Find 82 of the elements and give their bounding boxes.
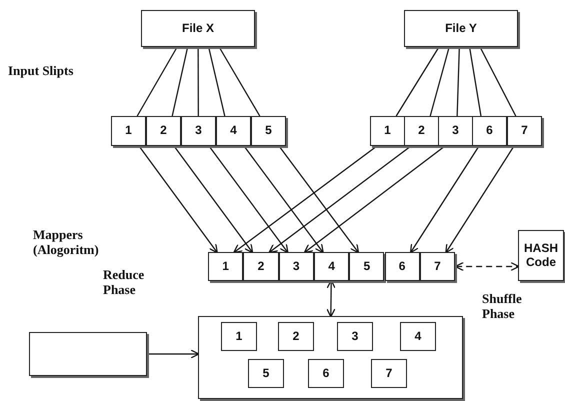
- node-text: 1: [384, 124, 391, 138]
- process-box: [370, 116, 405, 146]
- node-text: 5: [265, 124, 272, 138]
- connector-line: [430, 46, 450, 116]
- process-box: [278, 252, 314, 281]
- connector-line: [172, 46, 188, 116]
- arrow: [268, 146, 412, 254]
- connector-line: [198, 47, 199, 116]
- node-text: File Y: [445, 22, 477, 36]
- node-text: 4: [230, 124, 237, 138]
- arrow: [148, 349, 200, 359]
- node-text: 2: [418, 124, 425, 138]
- process-box: [438, 116, 473, 146]
- arrow: [233, 146, 378, 254]
- node-text: 3: [352, 330, 358, 344]
- arrow: [208, 146, 288, 254]
- process-box: [216, 116, 251, 146]
- process-box: [384, 252, 420, 281]
- process-box: [146, 116, 181, 146]
- node-text: 6: [486, 124, 493, 138]
- node-text: 2: [160, 124, 167, 138]
- reducer-box: [400, 322, 436, 351]
- node-text: File X: [182, 22, 214, 36]
- node-text: 1: [125, 124, 132, 138]
- node-text: 1: [222, 260, 229, 274]
- process-box: [208, 252, 244, 281]
- arrow: [244, 146, 324, 254]
- empty-box: [29, 332, 147, 376]
- arrow: [278, 146, 360, 254]
- connector-line: [480, 46, 516, 116]
- node-text: 2: [258, 260, 264, 274]
- arrow: [445, 146, 514, 254]
- node-text: 7: [434, 260, 441, 274]
- reducer-box: [278, 322, 314, 351]
- reducer-box: [248, 359, 284, 388]
- connector-line: [468, 46, 482, 116]
- connector-line: [136, 46, 178, 116]
- reducer-box: [221, 322, 257, 351]
- connector-line: [208, 46, 226, 116]
- arrow: [410, 146, 480, 254]
- connector-line: [396, 46, 440, 116]
- node-text: 3: [452, 124, 459, 138]
- node-text: 5: [363, 260, 370, 274]
- reducer-box: [371, 359, 407, 388]
- reducer-box: [308, 359, 344, 388]
- arrow: [304, 146, 446, 254]
- process-box: [404, 10, 518, 47]
- process-box: [518, 230, 564, 281]
- connector-line: [218, 46, 260, 116]
- process-box: [420, 252, 456, 281]
- connector-line: [456, 46, 460, 116]
- section-label: Mappers (Alogoritm): [33, 228, 100, 258]
- process-box: [349, 252, 384, 281]
- node-text: 4: [414, 330, 422, 344]
- section-label: Shuffle Phase: [482, 292, 523, 322]
- process-box: [404, 116, 439, 146]
- node-text: 7: [521, 124, 528, 138]
- process-box: [251, 116, 286, 146]
- process-box: [243, 252, 279, 281]
- node-text: 6: [398, 260, 406, 274]
- process-box: [111, 116, 146, 146]
- reducer-box: [337, 322, 373, 351]
- section-label: Reduce Phase: [103, 268, 146, 298]
- arrow: [174, 146, 254, 254]
- node-text: 5: [262, 366, 270, 380]
- process-box: [181, 116, 216, 146]
- node-text: 3: [292, 260, 300, 274]
- arrow: [454, 262, 520, 272]
- section-label: Input Slipts: [8, 64, 74, 79]
- empty-box: [198, 316, 463, 399]
- node-text: 2: [292, 330, 300, 344]
- process-box: [507, 116, 542, 146]
- process-box: [472, 116, 507, 146]
- node-text: 7: [386, 366, 392, 380]
- arrow: [138, 146, 218, 254]
- node-text: 1: [236, 330, 242, 344]
- node-text: 4: [328, 260, 335, 274]
- node-text: 6: [322, 366, 330, 380]
- node-text: HASH Code: [522, 242, 559, 269]
- process-box: [141, 10, 255, 47]
- process-box: [314, 252, 350, 281]
- node-text: 3: [195, 124, 202, 138]
